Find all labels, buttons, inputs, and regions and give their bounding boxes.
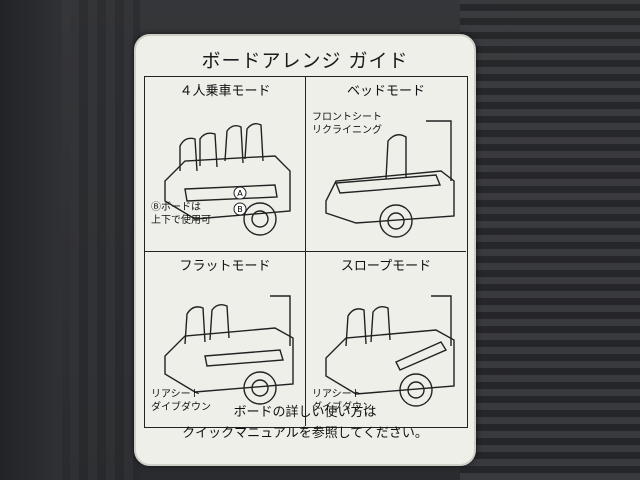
mode-note: リアシート ダイブダウン bbox=[312, 389, 372, 413]
bed-mode-illustration bbox=[325, 120, 455, 238]
mode-note: Ⓑボードは 上下で使用可 bbox=[151, 202, 211, 226]
mode-note: リアシート ダイブダウン bbox=[151, 389, 211, 413]
guide-title: ボードアレンジ ガイド bbox=[201, 50, 409, 72]
mode-title: スロープモード bbox=[340, 259, 432, 274]
mode-cell-flat: フラットモード リアシート ダイブダウン bbox=[145, 252, 306, 426]
mode-cell-bed: ベッドモード フロントシート リクライニング bbox=[306, 77, 466, 252]
mode-title: ４人乗車モード bbox=[179, 84, 271, 99]
board-arrange-guide-sticker: ボードアレンジ ガイド ４人乗車モード A B bbox=[134, 34, 476, 466]
svg-text:B: B bbox=[237, 205, 243, 214]
slope-mode-illustration bbox=[325, 295, 455, 407]
mode-cell-4-passenger: ４人乗車モード A B Ⓑボードは 上下で使用 bbox=[145, 77, 306, 252]
mode-grid: ４人乗車モード A B Ⓑボードは 上下で使用 bbox=[144, 76, 468, 428]
mode-cell-slope: スロープモード リアシート ダイブダウン bbox=[306, 252, 466, 426]
floor-ribs-right bbox=[460, 0, 640, 480]
4-passenger-mode-illustration: A B bbox=[164, 122, 291, 236]
mode-title: ベッドモード bbox=[346, 84, 425, 99]
mode-title: フラットモード bbox=[179, 259, 271, 274]
guide-footer-text: ボードの詳しい使い方は クイックマニュアルを参照してください。 bbox=[182, 405, 428, 441]
left-trim bbox=[0, 0, 62, 480]
mode-note: フロントシート リクライニング bbox=[312, 112, 382, 136]
svg-text:A: A bbox=[237, 189, 243, 198]
flat-mode-illustration bbox=[164, 295, 294, 405]
floor-ribs-left bbox=[70, 0, 140, 480]
